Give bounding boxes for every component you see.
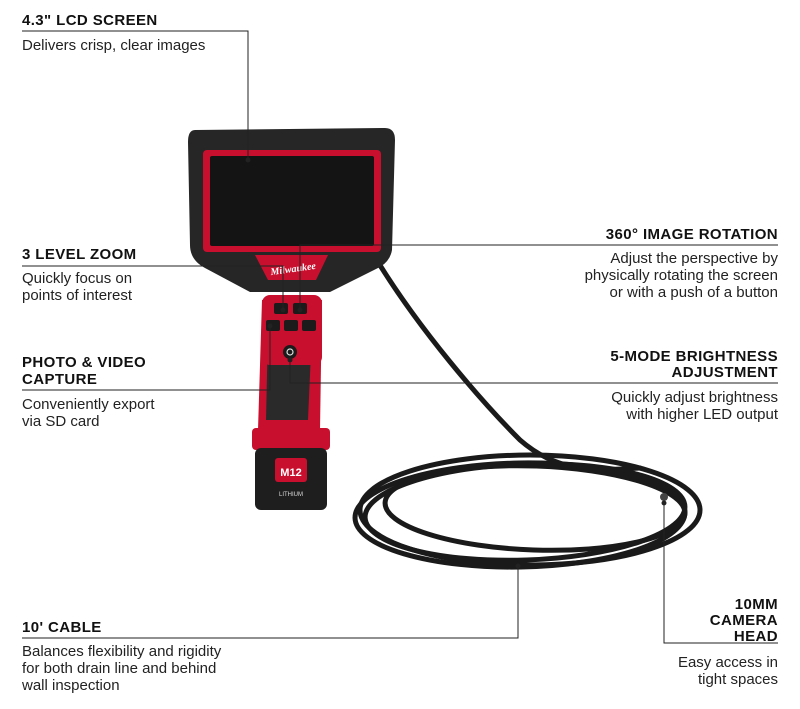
image-rotation-desc-line-3: or with a push of a button — [609, 284, 778, 301]
leader-zoom — [22, 265, 284, 310]
screen-housing: Milwaukee — [188, 128, 395, 292]
cable-lead — [375, 259, 643, 472]
leader-rotation — [299, 244, 778, 310]
cable-desc-line-2: for both drain line and behind — [22, 660, 217, 677]
cable-title: 10' CABLE — [22, 619, 102, 636]
control-panel — [262, 295, 322, 365]
camera-head-desc-line-2: tight spaces — [697, 671, 778, 688]
camera-head-title-line-3: HEAD — [733, 628, 778, 645]
cable-coil — [352, 259, 703, 570]
battery-model-text: M12 — [280, 467, 301, 479]
leader-camera-head — [663, 503, 778, 644]
leader-lcd — [22, 30, 249, 160]
zoom-desc-line-1: Quickly focus on — [22, 270, 133, 287]
leader-brightness — [289, 360, 778, 384]
brightness-title-line-1: 5-MODE BRIGHTNESS — [610, 348, 778, 365]
lcd-screen-title: 4.3" LCD SCREEN — [22, 12, 158, 29]
brightness-desc-line-2: with higher LED output — [626, 406, 778, 423]
lcd-screen — [210, 156, 374, 246]
camera-head-tip — [660, 493, 668, 501]
photo-video-desc-line-2: via SD card — [22, 413, 100, 430]
camera-head-desc-line-1: Easy access in — [677, 654, 778, 671]
brightness-desc-line-1: Quickly adjust brightness — [611, 389, 778, 406]
camera-head-title-line-1: 10MM — [734, 596, 778, 613]
power-icon — [286, 348, 294, 356]
back-button[interactable] — [302, 320, 316, 331]
leader-photo — [22, 326, 271, 391]
photo-video-title-line-2: CAPTURE — [22, 371, 98, 388]
photo-video-title-line-1: PHOTO & VIDEO — [22, 354, 147, 371]
image-rotation-title: 360° IMAGE ROTATION — [605, 226, 778, 243]
gallery-button[interactable] — [284, 320, 298, 331]
lcd-screen-desc: Delivers crisp, clear images — [22, 37, 206, 54]
camera-head-title-line-2: CAMERA — [709, 612, 778, 629]
leader-cable — [22, 566, 519, 639]
brightness-title-line-2: ADJUSTMENT — [671, 364, 778, 381]
cable-desc-line-1: Balances flexibility and rigidity — [22, 643, 222, 660]
zoom-desc-line-2: points of interest — [22, 287, 133, 304]
power-button[interactable] — [283, 345, 297, 359]
cable-desc-line-3: wall inspection — [22, 677, 120, 694]
zoom-title: 3 LEVEL ZOOM — [22, 246, 137, 263]
leader-lines — [22, 30, 778, 644]
image-rotation-desc-line-2: physically rotating the screen — [584, 267, 778, 284]
image-rotation-desc-line-1: Adjust the perspective by — [610, 250, 778, 267]
photo-video-desc-line-1: Conveniently export — [22, 396, 155, 413]
battery-pack: M12 LITHIUM — [255, 448, 327, 510]
battery-lithium-text: LITHIUM — [279, 492, 303, 498]
